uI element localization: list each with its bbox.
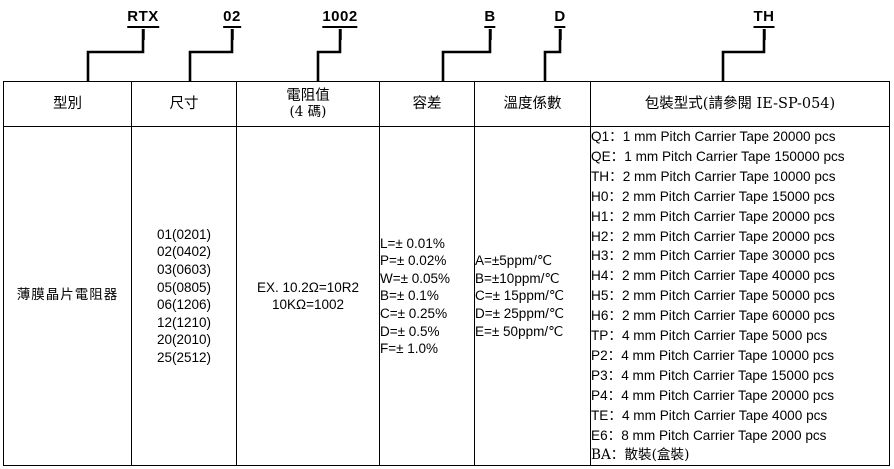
packaging-option: H2：2 mm Pitch Carrier Tape 20000 pcs <box>591 228 835 244</box>
packaging-option: Q1：1 mm Pitch Carrier Tape 20000 pcs <box>591 129 836 144</box>
table-body-row: 薄膜晶片電阻器 01(0201) 02(0402) 03(0603)05(0805)… <box>3 125 890 467</box>
header-resistance-main: 電阻值 <box>286 88 330 104</box>
tolerance-option: F=± 1.0% <box>380 341 439 357</box>
tolerance-option: W=± 0.05% <box>380 270 451 286</box>
tolerance-option: C=± 0.25% <box>380 306 448 321</box>
table-header-row: 型別 尺寸 電阻值 (4 碼) 容差 溫度係數 包裝型式(請參閱 IE-SP-0… <box>3 81 890 127</box>
part-code-tick-tcr <box>558 29 562 40</box>
size-list: 01(0201) 02(0402) 03(0603)05(0805) 06(1206)… <box>132 226 236 367</box>
packaging-option: TH：2 mm Pitch Carrier Tape 10000 pcs <box>591 168 836 184</box>
size-option: 03(0603) <box>156 262 212 278</box>
header-resistance-sub: (4 碼) <box>289 104 327 120</box>
size-option: 01(0201) <box>156 226 212 242</box>
leader-line-type <box>86 40 145 81</box>
resistance-example: 10KΩ=1002 <box>271 297 345 313</box>
packaging-option: P2：4 mm Pitch Carrier Tape 10000 pcs <box>591 347 835 363</box>
leader-line-size <box>188 40 234 81</box>
packaging-option: H3：2 mm Pitch Carrier Tape 30000 pcs <box>591 248 835 264</box>
tcr-option: C=± 15ppm/℃ <box>475 288 564 304</box>
header-type-main: 型別 <box>53 96 82 112</box>
header-resistance: 電阻值 (4 碼) <box>236 81 380 127</box>
header-packaging-main: 包裝型式(請參閱 IE-SP-054) <box>644 96 836 112</box>
packaging-option: BA：散裝(盒裝) <box>591 446 690 463</box>
part-number-decoder-table: 型別 尺寸 電阻值 (4 碼) 容差 溫度係數 包裝型式(請參閱 IE-SP-0… <box>3 81 890 467</box>
packaging-option: H4：2 mm Pitch Carrier Tape 40000 pcs <box>591 268 835 284</box>
leader-line-packaging <box>721 40 766 81</box>
resistance-example: EX. 10.2Ω=10R2 <box>256 279 360 295</box>
header-tolerance-main: 容差 <box>412 96 442 112</box>
leader-line-resistance <box>316 40 342 81</box>
header-size: 尺寸 <box>131 81 237 127</box>
header-tcr: 溫度係數 <box>474 81 591 127</box>
packaging-option: H6：2 mm Pitch Carrier Tape 60000 pcs <box>591 308 835 324</box>
tolerance-option: D=± 0.5% <box>380 323 440 339</box>
header-size-main: 尺寸 <box>169 96 199 112</box>
tcr-option: B=±10ppm/℃ <box>475 270 560 286</box>
size-option: 20(2010) <box>156 332 212 348</box>
leader-line-tcr <box>543 40 562 81</box>
cell-sizes: 01(0201) 02(0402) 03(0603)05(0805) 06(1206)… <box>131 125 237 467</box>
part-code-tick-packaging <box>762 29 766 40</box>
size-option: 02(0402) <box>156 244 212 260</box>
header-type: 型別 <box>3 81 132 127</box>
size-option: 06(1206) <box>156 297 212 313</box>
packaging-option: QE：1 mm Pitch Carrier Tape 150000 pcs <box>591 148 845 164</box>
packaging-option: P3：4 mm Pitch Carrier Tape 15000 pcs <box>591 367 835 383</box>
tolerance-list: L=± 0.01% P=± 0.02%W=± 0.05% B=± 0.1% C=± 0… <box>380 235 474 358</box>
part-code-size: 02 <box>223 8 241 28</box>
tolerance-option: B=± 0.1% <box>380 288 439 304</box>
tcr-option: A=±5ppm/℃ <box>475 253 552 269</box>
header-packaging: 包裝型式(請參閱 IE-SP-054) <box>590 81 890 127</box>
packaging-option: P4：4 mm Pitch Carrier Tape 20000 pcs <box>591 387 835 403</box>
cell-tolerance: L=± 0.01% P=± 0.02%W=± 0.05% B=± 0.1% C=± 0… <box>379 125 475 467</box>
tcr-option: E=± 50ppm/℃ <box>475 323 564 339</box>
packaging-option: E6：8 mm Pitch Carrier Tape 2000 pcs <box>591 427 827 443</box>
packaging-option: H0：2 mm Pitch Carrier Tape 15000 pcs <box>591 188 835 204</box>
tolerance-option: P=± 0.02% <box>380 253 447 269</box>
header-tcr-main: 溫度係數 <box>503 96 562 112</box>
part-code-tcr: D <box>554 8 566 28</box>
leader-line-tolerance <box>441 40 492 81</box>
resistance-example-list: EX. 10.2Ω=10R2 10KΩ=1002 <box>237 279 379 314</box>
tolerance-option: L=± 0.01% <box>380 235 445 251</box>
part-code-type: RTX <box>127 8 159 28</box>
header-tolerance: 容差 <box>379 81 475 127</box>
part-code-tick-tolerance <box>488 29 492 40</box>
size-option: 25(2512) <box>156 349 212 365</box>
part-code-packaging: TH <box>753 8 775 28</box>
part-code-tick-type <box>141 29 145 40</box>
part-code-tick-resistance <box>338 29 342 40</box>
cell-resistance: EX. 10.2Ω=10R2 10KΩ=1002 <box>236 125 380 467</box>
part-code-tick-size <box>230 29 234 40</box>
packaging-option: H1：2 mm Pitch Carrier Tape 20000 pcs <box>591 208 835 224</box>
packaging-option: TP：4 mm Pitch Carrier Tape 5000 pcs <box>591 328 828 344</box>
packaging-option: H5：2 mm Pitch Carrier Tape 50000 pcs <box>591 288 835 304</box>
cell-type: 薄膜晶片電阻器 <box>3 125 132 467</box>
packaging-option: TE：4 mm Pitch Carrier Tape 4000 pcs <box>591 407 828 423</box>
tcr-option: D=± 25ppm/℃ <box>475 306 564 321</box>
part-code-tolerance: B <box>484 8 496 28</box>
part-code-resistance: 1002 <box>322 8 358 28</box>
size-option: 05(0805) <box>156 279 212 295</box>
size-option: 12(1210) <box>156 314 212 330</box>
